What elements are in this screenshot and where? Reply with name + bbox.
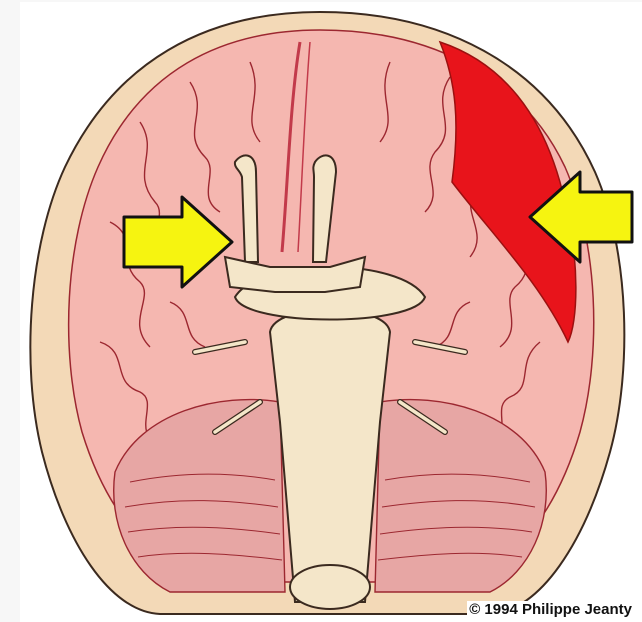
brain-base-drawing (20, 2, 642, 622)
brain-illustration: © 1994 Philippe Jeanty (20, 2, 642, 622)
copyright-caption: © 1994 Philippe Jeanty (467, 601, 634, 618)
spinal-cord-section (290, 565, 370, 609)
